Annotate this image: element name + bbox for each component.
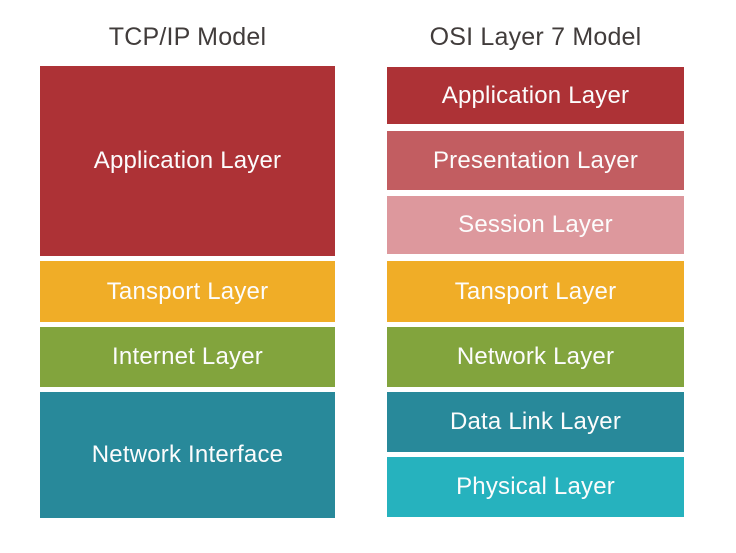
tcpip-application-layer-box: Application Layer bbox=[40, 66, 335, 256]
osi-data-link-layer-box: Data Link Layer bbox=[387, 392, 684, 452]
osi-presentation-layer-box: Presentation Layer bbox=[387, 131, 684, 190]
osi-model-title: OSI Layer 7 Model bbox=[429, 23, 642, 51]
osi-physical-layer-box: Physical Layer bbox=[387, 457, 684, 517]
tcpip-model-title: TCP/IP Model bbox=[108, 23, 267, 51]
osi-transport-layer-box: Tansport Layer bbox=[387, 261, 684, 322]
tcpip-network-interface-box: Network Interface bbox=[40, 392, 335, 518]
osi-application-layer-box: Application Layer bbox=[387, 67, 684, 124]
osi-session-layer-box: Session Layer bbox=[387, 196, 684, 254]
tcpip-transport-layer-box: Tansport Layer bbox=[40, 261, 335, 322]
tcpip-internet-layer-box: Internet Layer bbox=[40, 327, 335, 387]
osi-network-layer-box: Network Layer bbox=[387, 327, 684, 387]
